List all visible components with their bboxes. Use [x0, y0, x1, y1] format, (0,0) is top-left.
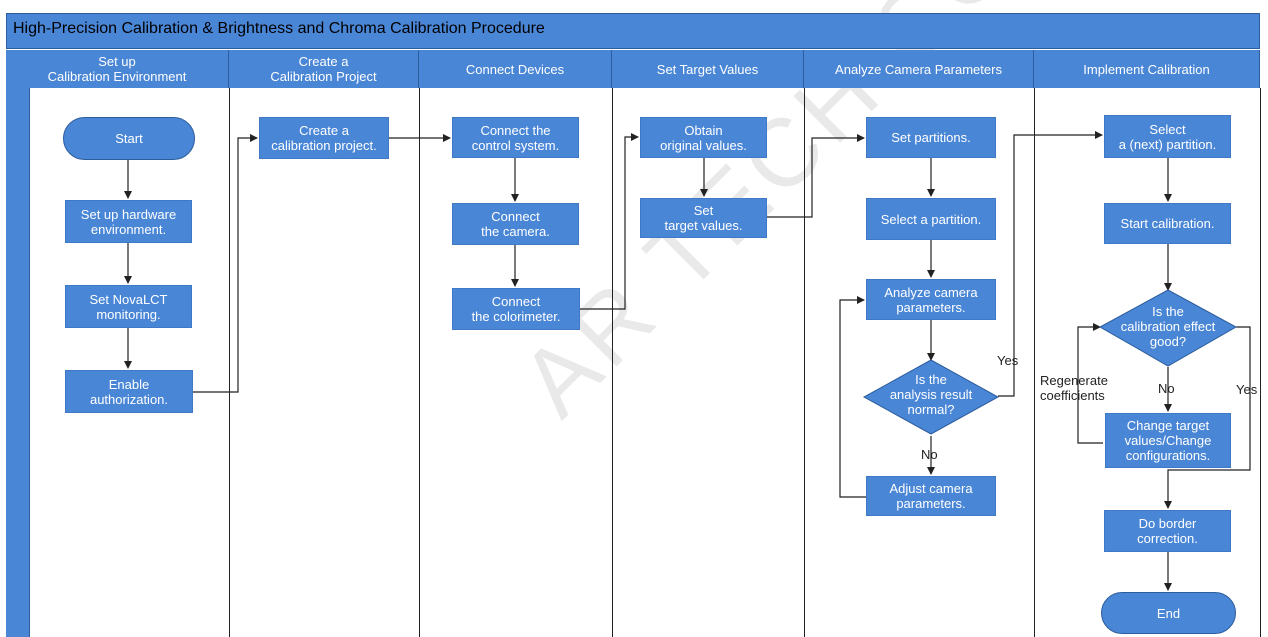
analysis-decision-label: Is the analysis result normal? [889, 372, 973, 417]
arrow-decision-yes-to-select-next [998, 131, 1103, 397]
lane-label: Create a Calibration Project [270, 54, 377, 84]
lane-divider [419, 88, 420, 637]
node-label: Change target values/Change configuratio… [1124, 418, 1212, 463]
lane-header-create-project: Create a Calibration Project [229, 50, 419, 88]
lane-divider [1260, 88, 1261, 637]
connect-control-box: Connect the control system. [452, 117, 579, 158]
start-terminator: Start [63, 117, 195, 160]
decision-analysis-diamond [862, 359, 1000, 435]
node-label: Adjust camera parameters. [889, 481, 973, 511]
set-novalct-box: Set NovaLCT monitoring. [65, 285, 192, 328]
node-label: Set up hardware environment. [80, 206, 177, 237]
end-terminator: End [1101, 592, 1236, 634]
arrow-adjust-loop-back [839, 296, 866, 498]
select-partition-box: Select a partition. [866, 198, 996, 240]
change-config-box: Change target values/Change configuratio… [1105, 413, 1231, 468]
node-label: Connect the control system. [471, 122, 560, 153]
set-target-box: Set target values. [640, 198, 767, 238]
lane-divider [1034, 88, 1035, 637]
lane-divider [229, 88, 230, 637]
arrow-set-to-partitions [767, 134, 865, 218]
arrow-enable-to-create [193, 134, 258, 393]
node-label: Set target values. [664, 203, 743, 233]
title-bar: High-Precision Calibration & Brightness … [6, 13, 1260, 49]
node-label: Connect the colorimeter. [471, 294, 561, 324]
lane-header-setup-environment: Set up Calibration Environment [6, 50, 229, 88]
node-label: Select a partition. [880, 211, 982, 227]
lane-divider [612, 88, 613, 637]
node-label: Analyze camera parameters. [884, 284, 978, 315]
yes-label-calibration: Yes [1236, 382, 1258, 397]
regenerate-label: Regenerate coefficients [1040, 373, 1108, 403]
lane-header-analyze-camera: Analyze Camera Parameters [804, 50, 1034, 88]
decision-calibration-diamond [1098, 289, 1238, 367]
lane-label: Set Target Values [656, 61, 759, 77]
node-label: Enable authorization. [89, 376, 169, 407]
swimlane-stripe [6, 88, 30, 637]
diagram-title: High-Precision Calibration & Brightness … [13, 20, 545, 37]
adjust-params-box: Adjust camera parameters. [866, 476, 996, 516]
node-label: Select a (next) partition. [1118, 121, 1217, 152]
setup-hardware-box: Set up hardware environment. [65, 200, 192, 243]
border-correction-box: Do border correction. [1104, 510, 1231, 552]
lane-divider [804, 88, 805, 637]
obtain-values-box: Obtain original values. [640, 117, 767, 158]
set-partitions-box: Set partitions. [866, 117, 996, 158]
node-label: Set NovaLCT monitoring. [89, 291, 168, 322]
analyze-params-box: Analyze camera parameters. [866, 279, 996, 320]
start-calibration-box: Start calibration. [1104, 203, 1231, 244]
node-label: End [1156, 605, 1181, 621]
node-label: Start [115, 131, 143, 146]
arrow-colorimeter-to-obtain [580, 133, 639, 310]
no-label-analysis: No [921, 447, 938, 462]
connect-camera-box: Connect the camera. [452, 203, 579, 245]
lane-header-set-target-values: Set Target Values [612, 50, 804, 88]
arrow-decision-yes-to-border [1164, 326, 1251, 509]
node-label: Set partitions. [891, 130, 971, 145]
create-project-box: Create a calibration project. [259, 117, 389, 159]
lane-label: Set up Calibration Environment [47, 54, 187, 84]
lane-label: Connect Devices [465, 61, 565, 77]
node-label: Create a calibration project. [271, 123, 377, 153]
lane-header-connect-devices: Connect Devices [419, 50, 612, 88]
no-label-calibration: No [1158, 381, 1175, 396]
yes-label-analysis: Yes [997, 353, 1019, 368]
node-label: Start calibration. [1120, 216, 1215, 231]
connect-colorimeter-box: Connect the colorimeter. [452, 288, 580, 330]
node-label: Obtain original values. [660, 122, 747, 153]
arrow-change-loop-back [1077, 323, 1103, 444]
select-next-partition-box: Select a (next) partition. [1104, 115, 1231, 158]
lane-header-implement-calibration: Implement Calibration [1034, 50, 1260, 88]
lane-label: Implement Calibration [1083, 61, 1210, 77]
node-label: Connect the camera. [481, 209, 550, 239]
calibration-decision-label: Is the calibration effect good? [1120, 304, 1216, 349]
node-label: Do border correction. [1137, 516, 1198, 546]
lane-label: Analyze Camera Parameters [835, 61, 1002, 77]
enable-authorization-box: Enable authorization. [65, 370, 193, 413]
